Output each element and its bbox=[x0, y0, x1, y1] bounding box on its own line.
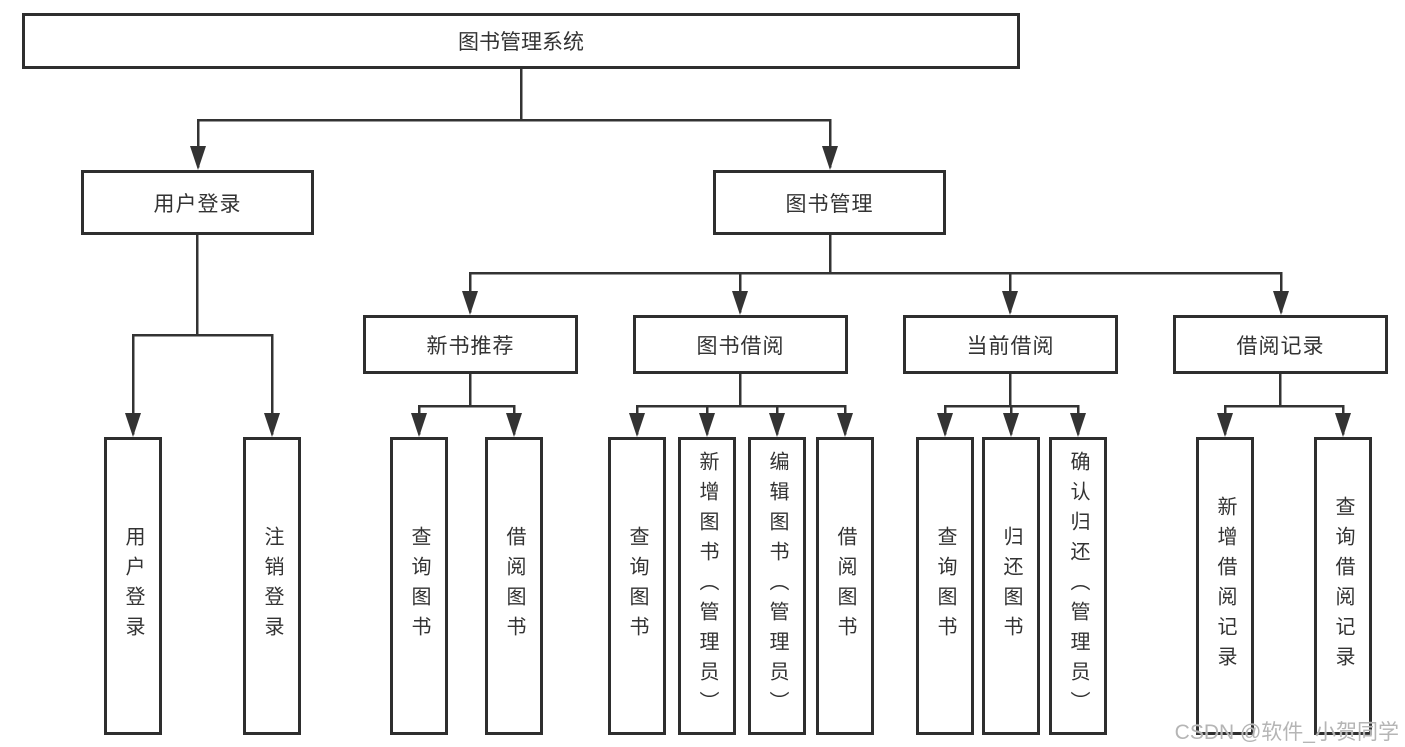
connector-rec-to-leaves bbox=[417, 372, 516, 435]
leaf-rec-query-books-label: 查询图书 bbox=[408, 526, 430, 646]
leaf-current-return-books-label: 归还图书 bbox=[1000, 526, 1022, 646]
leaf-borrow-borrow-books-label: 借阅图书 bbox=[834, 526, 856, 646]
arrowhead bbox=[411, 413, 427, 437]
leaf-current-query-books: 查询图书 bbox=[916, 437, 974, 735]
arrowhead bbox=[1217, 413, 1233, 437]
arrowhead bbox=[1070, 413, 1086, 437]
arrowhead bbox=[629, 413, 645, 437]
node-root-label: 图书管理系统 bbox=[458, 31, 584, 54]
leaf-borrow-add-books-admin-label: 新增图书（管理员） bbox=[696, 451, 718, 721]
leaf-rec-borrow-books: 借阅图书 bbox=[485, 437, 543, 735]
leaf-rec-borrow-books-label: 借阅图书 bbox=[503, 526, 525, 646]
node-book-borrow: 图书借阅 bbox=[633, 315, 848, 374]
csdn-watermark: CSDN @软件_小贺同学 bbox=[1174, 721, 1399, 744]
leaf-records-add-record-label: 新增借阅记录 bbox=[1214, 496, 1236, 676]
leaf-logout: 注销登录 bbox=[243, 437, 301, 735]
connector-records-to-leaves bbox=[1223, 372, 1345, 435]
arrowhead bbox=[264, 413, 280, 437]
connector-login-to-leaves bbox=[131, 233, 274, 435]
connector-mgmt-to-level3 bbox=[468, 233, 1283, 313]
node-current-borrow: 当前借阅 bbox=[903, 315, 1118, 374]
leaf-borrow-borrow-books: 借阅图书 bbox=[816, 437, 874, 735]
arrowhead bbox=[1002, 291, 1018, 315]
node-root: 图书管理系统 bbox=[22, 13, 1020, 69]
arrowhead bbox=[1003, 413, 1019, 437]
node-user-login-branch-label: 用户登录 bbox=[153, 192, 242, 216]
arrowhead bbox=[769, 413, 785, 437]
leaf-user-login: 用户登录 bbox=[104, 437, 162, 735]
leaf-current-confirm-return-admin-label: 确认归还（管理员） bbox=[1067, 451, 1089, 721]
arrowhead bbox=[699, 413, 715, 437]
node-book-borrow-label: 图书借阅 bbox=[696, 334, 785, 358]
node-new-book-rec: 新书推荐 bbox=[363, 315, 578, 374]
leaf-borrow-edit-books-admin: 编辑图书（管理员） bbox=[748, 437, 806, 735]
node-book-mgmt-branch: 图书管理 bbox=[713, 170, 946, 235]
arrowhead bbox=[732, 291, 748, 315]
node-book-mgmt-branch-label: 图书管理 bbox=[785, 192, 874, 216]
arrowhead bbox=[837, 413, 853, 437]
connector-borrow-to-leaves bbox=[635, 372, 847, 435]
arrowhead bbox=[1335, 413, 1351, 437]
leaf-rec-query-books: 查询图书 bbox=[390, 437, 448, 735]
leaf-current-query-books-label: 查询图书 bbox=[934, 526, 956, 646]
node-new-book-rec-label: 新书推荐 bbox=[426, 334, 515, 358]
node-borrow-records: 借阅记录 bbox=[1173, 315, 1388, 374]
node-current-borrow-label: 当前借阅 bbox=[966, 334, 1055, 358]
arrowhead bbox=[190, 146, 206, 170]
leaf-logout-label: 注销登录 bbox=[261, 526, 283, 646]
leaf-borrow-query-books: 查询图书 bbox=[608, 437, 666, 735]
leaf-records-query-record-label: 查询借阅记录 bbox=[1332, 496, 1354, 676]
leaf-current-confirm-return-admin: 确认归还（管理员） bbox=[1049, 437, 1107, 735]
leaf-records-query-record: 查询借阅记录 bbox=[1314, 437, 1372, 735]
leaf-current-return-books: 归还图书 bbox=[982, 437, 1040, 735]
arrowhead bbox=[937, 413, 953, 437]
arrowhead bbox=[506, 413, 522, 437]
node-user-login-branch: 用户登录 bbox=[81, 170, 314, 235]
connector-root-to-level2 bbox=[196, 66, 832, 168]
leaf-records-add-record: 新增借阅记录 bbox=[1196, 437, 1254, 735]
leaf-user-login-label: 用户登录 bbox=[122, 526, 144, 646]
leaf-borrow-query-books-label: 查询图书 bbox=[626, 526, 648, 646]
node-borrow-records-label: 借阅记录 bbox=[1236, 334, 1325, 358]
arrowhead bbox=[1273, 291, 1289, 315]
arrowhead bbox=[125, 413, 141, 437]
arrowhead bbox=[462, 291, 478, 315]
leaf-borrow-edit-books-admin-label: 编辑图书（管理员） bbox=[766, 451, 788, 721]
leaf-borrow-add-books-admin: 新增图书（管理员） bbox=[678, 437, 736, 735]
arrowhead bbox=[822, 146, 838, 170]
